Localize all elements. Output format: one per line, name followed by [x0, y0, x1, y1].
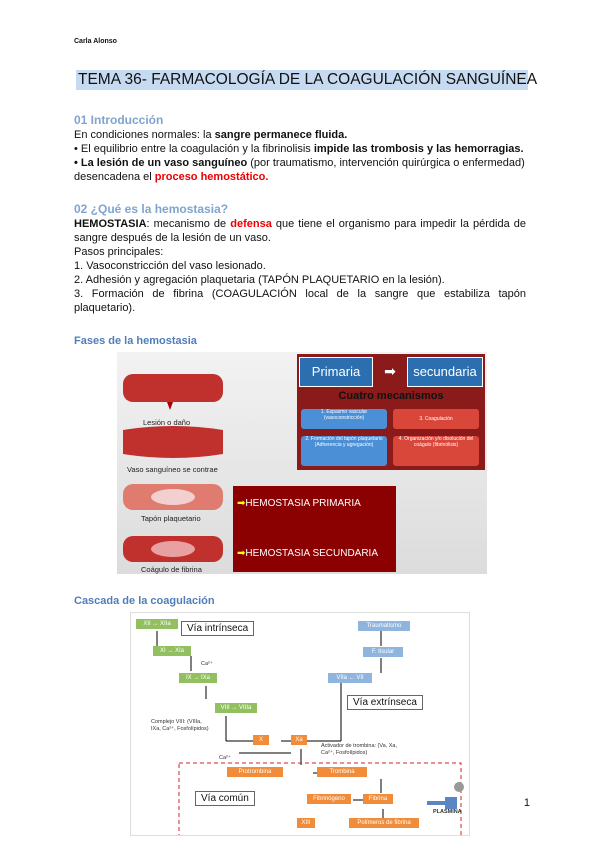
vessel-shape [123, 374, 223, 402]
primaria-box: Primaria [299, 357, 373, 387]
figure2-heading: Cascada de la coagulación [74, 595, 215, 607]
hemostasia-types-box: ➡HEMOSTASIA PRIMARIA ➡HEMOSTASIA SECUNDA… [233, 486, 396, 572]
vessel-label: Vaso sanguíneo se contrae [127, 465, 218, 474]
hemostasia-def-3: que tiene el organismo para impedir la p… [74, 218, 526, 244]
hemostasia-secundaria-label: HEMOSTASIA SECUNDARIA [245, 548, 379, 559]
arrow-right-icon: ➡ [384, 363, 396, 379]
step-item: 3. Formación de fibrina (COAGULACIÓN loc… [74, 288, 526, 314]
activador-trombina-label: Activador de trombina: (Va, Xa, Ca²⁺, Fo… [321, 743, 398, 756]
hemostasia-primaria-label: HEMOSTASIA PRIMARIA [245, 498, 361, 509]
hemostasia-secundaria: ➡HEMOSTASIA SECUNDARIA [237, 548, 378, 559]
hemostasis-phases-figure: Lesión o daño Vaso sanguíneo se contrae … [117, 352, 487, 574]
mechanism-2: 2. Formación del tapón plaquetario (Adhe… [301, 436, 387, 466]
node-xa: Xa [291, 735, 307, 745]
coagulation-cascade-figure: XII → XIIa Vía intrínseca XI → XIa Ca²⁺ … [130, 612, 470, 836]
node-viii: VIII → VIIIa [215, 703, 257, 713]
node-xi: XI → XIa [153, 646, 191, 656]
node-traumatismo: Traumatismo [358, 621, 410, 631]
vessel-label: Tapón plaquetario [141, 514, 201, 523]
node-protrombina: Protrombina [227, 767, 283, 777]
section-heading-intro: 01 Introducción [74, 113, 164, 127]
via-intrinseca-label: Vía intrínseca [181, 621, 255, 636]
step-item: 1. Vasoconstricción del vaso lesionado. [74, 260, 266, 272]
arrow-right-icon: ➡ [237, 498, 246, 509]
page-title: TEMA 36- FARMACOLOGÍA DE LA COAGULACIÓN … [76, 70, 538, 90]
platelet-plug [151, 489, 195, 505]
node-x: X [253, 735, 269, 745]
node-ix: IX → IXa [179, 673, 217, 683]
via-extrinseca-label: Vía extrínseca [347, 695, 423, 710]
node-trombina: Trombina [317, 767, 367, 777]
intro-line3-c: proceso hemostático. [154, 171, 269, 183]
plasmina-label: PLASMINA [433, 809, 462, 815]
node-xiii: XIII [297, 818, 315, 828]
step-item: 2. Adhesión y agregación plaquetaria (TA… [74, 274, 445, 286]
via-comun-label: Vía común [195, 791, 255, 806]
hemostasia-primaria: ➡HEMOSTASIA PRIMARIA [237, 498, 361, 509]
node-vii: VIIa ← VII [328, 673, 372, 683]
secundaria-box: secundaria [407, 357, 483, 387]
hemostasia-term: HEMOSTASIA [74, 218, 147, 230]
intro-line3-a: • La lesión de un vaso sanguíneo [74, 157, 248, 169]
ca-label: Ca²⁺ [201, 661, 213, 667]
ca-label: Ca²⁺ [219, 755, 231, 761]
vessel-label: Lesión o daño [143, 418, 191, 427]
intro-line3-b: (por traumatismo, intervención quirúrgic… [74, 157, 525, 183]
node-f-tisular: F. tisular [363, 647, 403, 657]
author-name: Carla Alonso [74, 38, 117, 45]
cascade-arrows [156, 631, 464, 835]
fibrin-clot [151, 541, 195, 557]
figure1-heading: Fases de la hemostasia [74, 335, 197, 347]
via-comun-region [178, 762, 462, 835]
node-fibrinogeno: Fibrinógeno [307, 794, 351, 804]
hemostasia-def-1: : mecanismo de [146, 218, 231, 230]
intro-line1-b: sangre permanece fluida. [214, 129, 348, 141]
steps-title: Pasos principales: [74, 246, 164, 258]
vessel-illustrations [123, 374, 223, 562]
hemostasia-def-2: defensa [230, 218, 272, 230]
vessel-shape [123, 426, 223, 458]
cuatro-mecanismos: Cuatro mecanismos [338, 390, 444, 402]
arrow-right-icon: ➡ [237, 548, 246, 559]
node-polimeros-fibrina: Polímeros de fibrina [349, 818, 419, 828]
node-fibrina: Fibrina [363, 794, 393, 804]
intro-line1-a: En condiciones normales: la [74, 129, 215, 141]
mechanism-4: 4. Organización y/o disolución del coágu… [393, 436, 479, 466]
vessel-label: Coágulo de fibrina [141, 565, 202, 574]
node-xii: XII → XIIa [136, 619, 178, 629]
page-number: 1 [523, 797, 530, 809]
complejo-viii-label: Complejo VIII: (VIIIa, IXa, Ca²⁺, Fosfol… [151, 719, 209, 732]
hemostasia-text: HEMOSTASIA: mecanismo de defensa que tie… [74, 217, 526, 315]
section-heading-hemostasia: 02 ¿Qué es la hemostasia? [74, 202, 229, 216]
mechanism-1: 1. Espasmo vascular (vasoconstricción) [301, 409, 387, 429]
plasmina-arrow [427, 797, 457, 809]
decorative-circle [454, 782, 464, 792]
blood-drip [167, 402, 173, 410]
intro-line2-a: • El equilibrio entre la coagulación y l… [74, 143, 314, 155]
intro-line2-b: impide las trombosis y las hemorragias. [313, 143, 524, 155]
mechanism-3: 3. Coagulación [393, 409, 479, 429]
intro-text: En condiciones normales: la sangre perma… [74, 128, 526, 184]
mechanisms-panel: Primaria ➡ secundaria Cuatro mecanismos … [297, 354, 485, 470]
